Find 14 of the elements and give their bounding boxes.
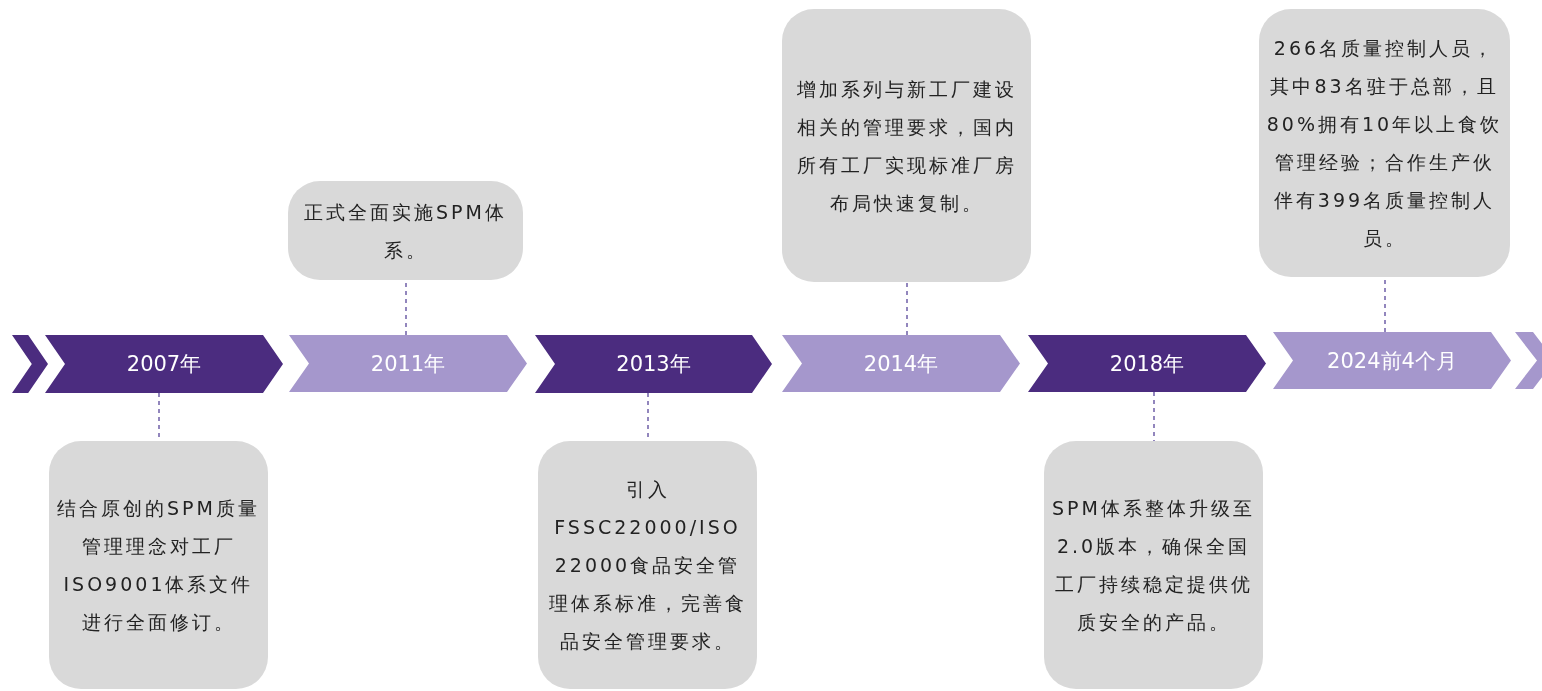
- year-label: 2018年: [1109, 350, 1185, 378]
- year-label: 2013年: [616, 351, 691, 378]
- year-label: 2024前4个月: [1327, 347, 1457, 375]
- connector-line: [1153, 391, 1155, 442]
- note-box: 结合原创的SPM质量管理理念对工厂ISO9001体系文件进行全面修订。: [49, 441, 268, 689]
- note-box: 引入FSSC22000/ISO 22000食品安全管理体系标准，完善食品安全管理要求。: [538, 441, 757, 689]
- year-label: 2014年: [863, 350, 939, 378]
- note-box: SPM体系整体升级至2.0版本，确保全国工厂持续稳定提供优质安全的产品。: [1044, 441, 1263, 689]
- note-box: 正式全面实施SPM体系。: [288, 181, 523, 280]
- year-label: 2007年: [126, 351, 202, 378]
- year-label: 2011年: [370, 350, 446, 378]
- note-box: 增加系列与新工厂建设相关的管理要求，国内所有工厂实现标准厂房布局快速复制。: [782, 9, 1031, 282]
- note-box: 266名质量控制人员，其中83名驻于总部，且80%拥有10年以上食饮管理经验；合作生产伙伴有399名质量控制人员。: [1259, 9, 1510, 277]
- connector-line: [906, 281, 908, 336]
